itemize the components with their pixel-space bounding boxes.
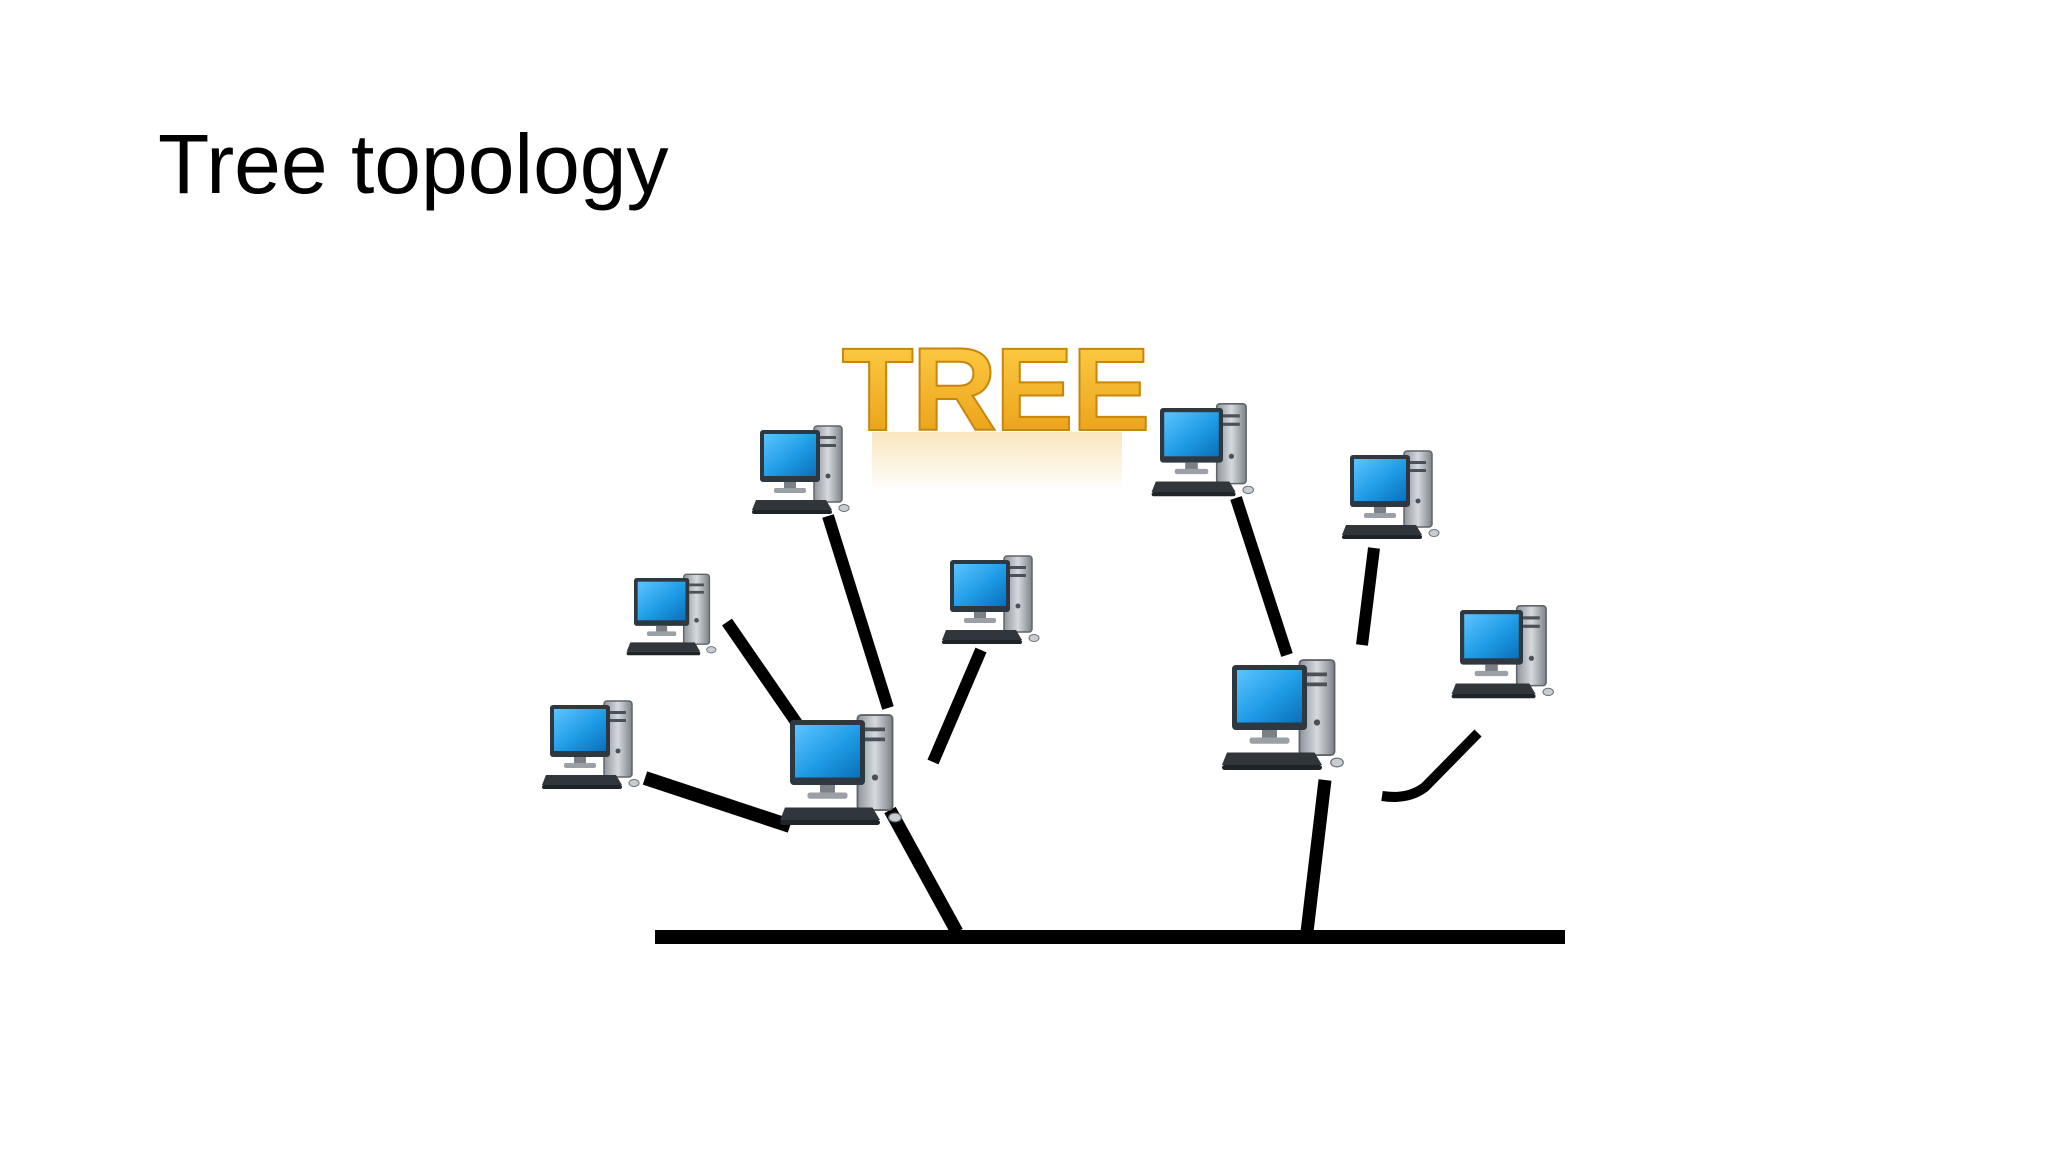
slide-title: Tree topology — [158, 117, 669, 211]
cable-hub-left-pc-l1 — [642, 771, 793, 833]
computer-icon-pc-l3 — [751, 425, 850, 515]
computer-icon-pc-r1 — [1150, 403, 1255, 497]
cable-hub-right-pc-r3 — [1381, 729, 1482, 802]
computer-icon-pc-l4 — [941, 555, 1040, 645]
cable-backbone-hub-left — [884, 806, 963, 936]
computer-icon-hub-left — [779, 714, 903, 826]
tree-label-group: TREE — [841, 323, 1151, 492]
cable-hub-right-pc-r1 — [1230, 496, 1293, 657]
cable-hub-left-pc-l2 — [722, 618, 810, 739]
cable-hub-left-pc-l3 — [822, 514, 894, 710]
tree-label: TREE — [842, 324, 1149, 456]
computer-icon-pc-l1 — [541, 700, 640, 790]
computer-icon-pc-r2 — [1341, 450, 1440, 540]
tree-label-reflection — [872, 432, 1122, 492]
computer-icon-pc-r3 — [1450, 605, 1555, 699]
cables — [642, 496, 1565, 944]
cable-backbone-hub-right — [1300, 779, 1332, 933]
cable-hub-right-pc-r2 — [1356, 547, 1380, 646]
computer-icon-pc-l2 — [625, 573, 717, 656]
cable-hub-left-pc-l4 — [927, 647, 987, 765]
computer-icon-hub-right — [1221, 659, 1345, 771]
